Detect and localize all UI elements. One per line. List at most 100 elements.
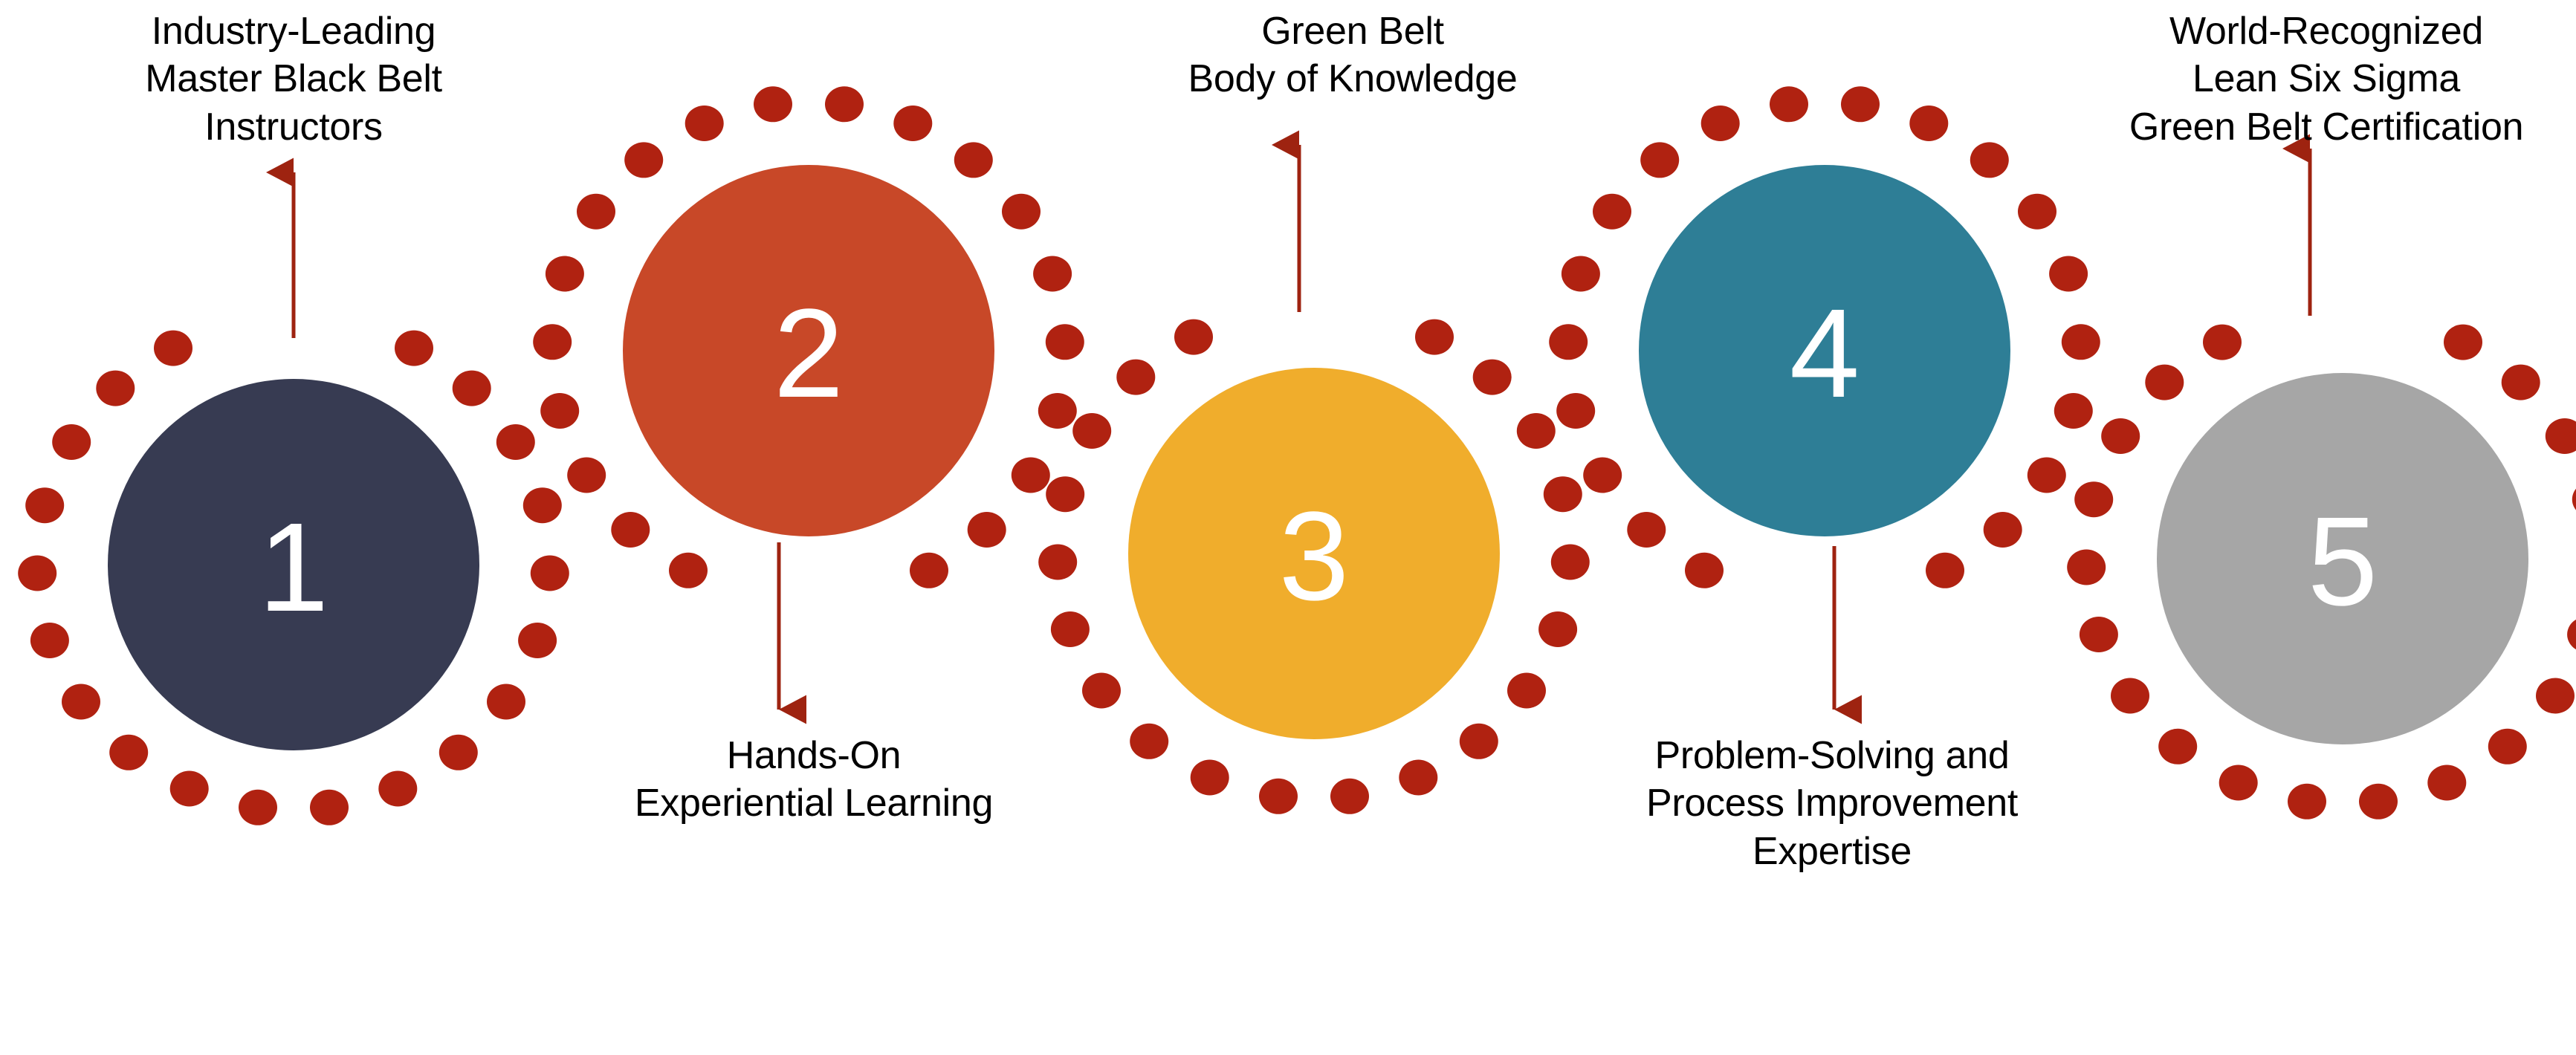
ring-dot <box>754 86 792 123</box>
ring-dot <box>96 370 135 406</box>
ring-dot <box>1050 611 1090 647</box>
dotted-ring-2 <box>533 86 1084 588</box>
ring-dot <box>2101 418 2140 454</box>
ring-dot <box>1415 319 1454 355</box>
ring-dot <box>1330 778 1369 814</box>
ring-dot <box>52 424 91 460</box>
step-number-5: 5 <box>2308 491 2378 632</box>
step-group-5: 5 <box>2067 134 2576 819</box>
ring-dot <box>1583 457 1622 493</box>
ring-dot <box>496 424 535 460</box>
step-number-2: 2 <box>774 283 844 424</box>
ring-dot <box>1770 86 1808 123</box>
ring-dot <box>1627 512 1666 548</box>
ring-dot <box>1174 319 1213 355</box>
ring-dot <box>2158 728 2198 765</box>
step-number-1: 1 <box>259 497 329 638</box>
ring-dot <box>2067 549 2106 585</box>
ring-dot <box>2049 256 2088 292</box>
ring-dot <box>533 324 572 360</box>
ring-dot <box>2219 765 2258 801</box>
ring-dot <box>1459 723 1498 759</box>
ring-dot <box>611 512 650 548</box>
ring-dot <box>1046 476 1085 513</box>
ring-dot <box>1700 106 1740 141</box>
ring-dot <box>954 142 993 178</box>
step-group-3: 3 <box>1038 130 1590 814</box>
ring-dot <box>1538 611 1578 647</box>
step-caption-2: Hands-On Experiential Learning <box>634 734 994 825</box>
step-group-2: 2 <box>533 86 1084 724</box>
dotted-ring-4 <box>1549 86 2100 588</box>
ring-dot <box>1045 324 1084 360</box>
step-circle-3[interactable] <box>1128 368 1500 739</box>
ring-dot <box>2536 678 2575 714</box>
ring-dot <box>2145 364 2184 400</box>
ring-dot <box>1002 193 1041 230</box>
ring-dot <box>1841 86 1880 123</box>
step-circle-1[interactable] <box>108 379 479 750</box>
ring-dot <box>1038 544 1078 580</box>
ring-dot <box>1472 359 1512 395</box>
ring-dot <box>2427 765 2467 801</box>
step-circle-5[interactable] <box>2157 373 2528 744</box>
ring-dot <box>1259 778 1298 814</box>
ring-dot <box>30 623 69 658</box>
dotted-ring-5 <box>2067 324 2576 819</box>
ring-dot <box>62 684 100 720</box>
ring-dot <box>518 623 557 658</box>
ring-dot <box>1640 142 1680 178</box>
ring-dot <box>1549 324 1588 360</box>
ring-dot <box>2027 457 2066 493</box>
step-number-4: 4 <box>1790 283 1860 424</box>
ring-dot <box>1909 106 1949 141</box>
ring-dot <box>1130 723 1169 759</box>
ring-dot <box>2203 324 2242 360</box>
ring-dot <box>893 106 933 141</box>
ring-dot <box>1970 142 2009 178</box>
ring-dot <box>1983 512 2022 548</box>
ring-dot <box>378 770 418 807</box>
ring-dot <box>2567 619 2576 650</box>
ring-dot <box>540 393 580 429</box>
step-number-3: 3 <box>1279 486 1350 627</box>
ring-dot <box>1593 193 1631 230</box>
step-group-4: 4 <box>1549 86 2100 724</box>
ring-dot <box>1033 256 1072 292</box>
ring-dot <box>1556 393 1596 429</box>
ring-dot <box>2288 783 2326 819</box>
ring-dot <box>624 142 664 178</box>
ring-dot <box>1038 393 1077 429</box>
ring-dot <box>825 86 864 123</box>
ring-dot <box>530 555 569 591</box>
ring-dot <box>438 734 478 770</box>
step-caption-1: Industry-Leading Master Black Belt Instr… <box>145 10 442 149</box>
ring-dot <box>2359 783 2398 819</box>
ring-dot <box>1399 759 1438 796</box>
ring-dot <box>577 193 615 230</box>
ring-dot <box>2054 393 2093 429</box>
step-circle-4[interactable] <box>1639 165 2010 536</box>
ring-dot <box>2572 488 2576 510</box>
ring-dot <box>669 552 708 588</box>
ring-dot <box>109 734 149 770</box>
ring-dot <box>1072 413 1112 449</box>
ring-dot <box>1561 256 1600 292</box>
step-circle-2[interactable] <box>623 165 994 536</box>
ring-dot <box>18 555 57 591</box>
ring-dot <box>2111 678 2149 714</box>
ring-dot <box>2061 324 2100 360</box>
ring-dot <box>1507 672 1546 709</box>
ring-dot <box>2488 728 2527 765</box>
ring-dot <box>310 789 349 825</box>
ring-dot <box>1543 476 1582 513</box>
ring-dot <box>1116 359 1156 395</box>
ring-dot <box>2444 324 2482 360</box>
ring-dot <box>239 789 277 825</box>
step-caption-4: Problem-Solving and Process Improvement … <box>1645 734 2019 873</box>
ring-dot <box>2501 364 2540 400</box>
ring-dot <box>169 770 209 807</box>
ring-dot <box>910 552 948 588</box>
